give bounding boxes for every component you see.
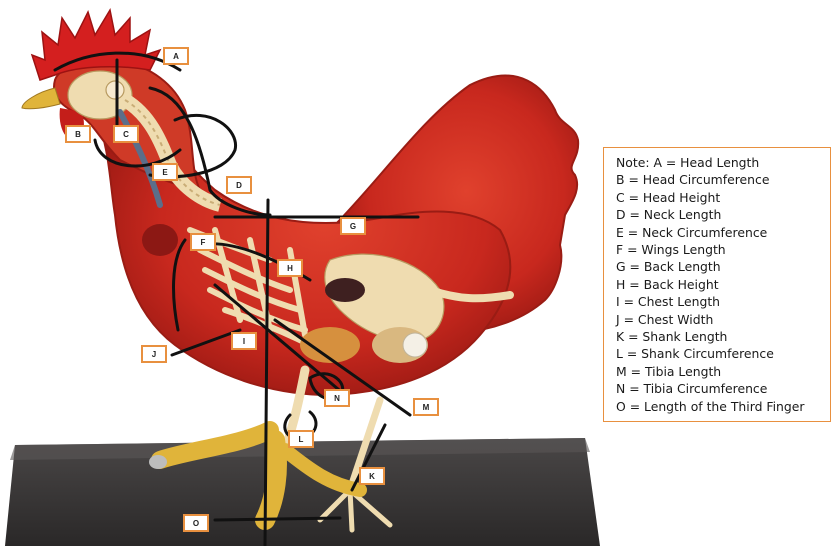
legend-line-g: G = Back Length xyxy=(616,258,830,275)
legend-line-n: N = Tibia Circumference xyxy=(616,380,830,397)
legend-line-c: C = Head Height xyxy=(616,189,830,206)
label-l: L xyxy=(288,430,314,448)
line-o xyxy=(215,518,340,520)
legend-line-d: D = Neck Length xyxy=(616,206,830,223)
legend-line-l: L = Shank Circumference xyxy=(616,345,830,362)
legend-line-k: K = Shank Length xyxy=(616,328,830,345)
label-b: B xyxy=(65,125,91,143)
label-o: O xyxy=(183,514,209,532)
label-k: K xyxy=(359,467,385,485)
legend-line-m: M = Tibia Length xyxy=(616,363,830,380)
label-i: I xyxy=(231,332,257,350)
label-g: G xyxy=(340,217,366,235)
label-c: C xyxy=(113,125,139,143)
label-d: D xyxy=(226,176,252,194)
legend-line-o: O = Length of the Third Finger xyxy=(616,398,830,415)
label-h: H xyxy=(277,259,303,277)
legend-line-i: I = Chest Length xyxy=(616,293,830,310)
legend-line-a: Note: A = Head Length xyxy=(616,154,830,171)
legend-line-b: B = Head Circumference xyxy=(616,171,830,188)
label-a: A xyxy=(163,47,189,65)
measurement-legend: Note: A = Head Length B = Head Circumfer… xyxy=(603,147,831,422)
legend-line-h: H = Back Height xyxy=(616,276,830,293)
label-e: E xyxy=(152,163,178,181)
label-f: F xyxy=(190,233,216,251)
legend-line-e: E = Neck Circumference xyxy=(616,224,830,241)
display-stand xyxy=(5,438,600,546)
legend-line-f: F = Wings Length xyxy=(616,241,830,258)
label-n: N xyxy=(324,389,350,407)
label-j: J xyxy=(141,345,167,363)
label-m: M xyxy=(413,398,439,416)
legend-line-j: J = Chest Width xyxy=(616,311,830,328)
